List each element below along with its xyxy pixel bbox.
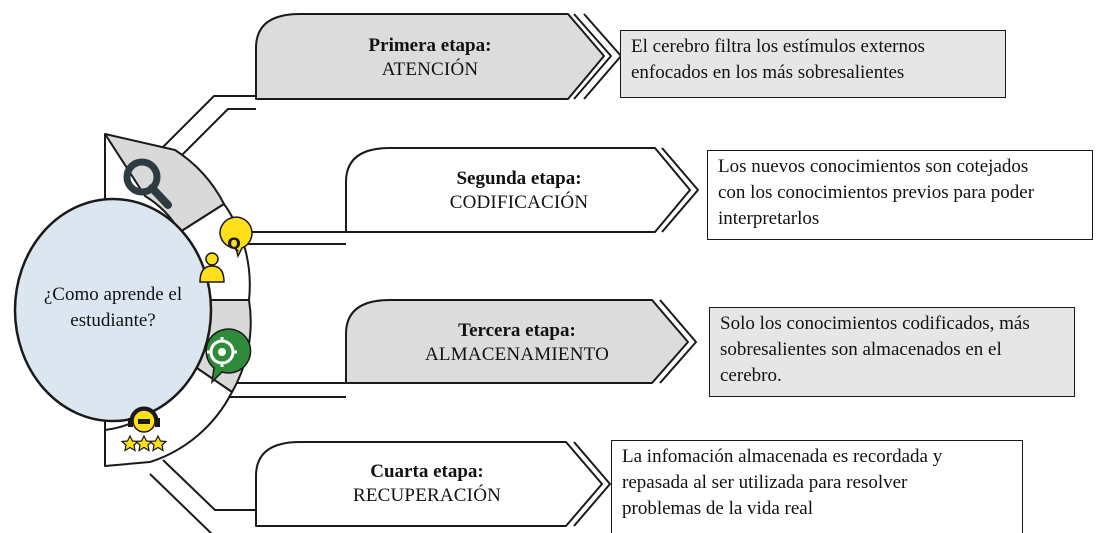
stage-2-description-line-3: interpretarlos [718, 208, 820, 229]
magnifier-icon [123, 158, 172, 209]
stage-3-description-line-2: sobresalientes son almacenados en el [720, 339, 1002, 360]
stage-4-description-line-1: La infomación almacenada es recordada y [622, 446, 943, 467]
stage-3-label: Tercera etapa: ALMACENAMIENTO [386, 319, 648, 367]
stage-1-description-line-1: El cerebro filtra los estímulos externos [631, 36, 925, 57]
stage-1-subtitle: ATENCIÓN [381, 59, 479, 80]
stage-banner-4 [255, 441, 603, 527]
headset-stars-icon [120, 406, 168, 452]
stage-2-label: Segunda etapa: CODIFICACIÓN [388, 167, 650, 215]
connector-stage-4 [149, 459, 256, 533]
stage-4-description-line-3: problemas de la vida real [622, 498, 813, 519]
stage-4-description-line-2: repasada al ser utilizada para resolver [622, 472, 908, 493]
center-circle [13, 197, 213, 423]
center-question: ¿Como aprende el estudiante? [18, 282, 208, 334]
connector-stage-3 [214, 382, 346, 398]
stage-3-description: Solo los conocimientos codificados, más … [709, 307, 1075, 397]
stage-2-subtitle: CODIFICACIÓN [449, 192, 589, 213]
stage-1-description: El cerebro filtra los estímulos externos… [620, 30, 1006, 98]
stage-banner-1 [255, 13, 605, 100]
center-question-line-1: ¿Como aprende el [43, 284, 183, 305]
stage-banner-2-chevron [661, 147, 699, 233]
stage-1-title: Primera etapa: [368, 35, 492, 56]
stage-4-subtitle: RECUPERACIÓN [352, 485, 502, 506]
stage-3-description-line-1: Solo los conocimientos codificados, más [720, 313, 1030, 334]
stage-2-title: Segunda etapa: [456, 168, 582, 189]
stage-3-title: Tercera etapa: [458, 320, 576, 341]
connector-stage-1 [149, 95, 256, 173]
stage-banner-3 [345, 299, 689, 384]
person-speech-icon: Q [199, 216, 253, 283]
stage-1-label: Primera etapa: ATENCIÓN [300, 34, 560, 82]
stage-3-description-line-3: cerebro. [720, 365, 782, 386]
stage-3-subtitle: ALMACENAMIENTO [425, 344, 609, 365]
stage-4-description: La infomación almacenada es recordada y … [611, 440, 1023, 533]
stage-1-description-line-2: enfocados en los más sobresalientes [631, 62, 905, 83]
stage-banner-2 [345, 147, 691, 233]
stage-4-label: Cuarta etapa: RECUPERACIÓN [296, 460, 558, 508]
stage-2-description: Los nuevos conocimientos son cotejados c… [707, 150, 1093, 240]
stage-banner-4-chevron [573, 441, 611, 527]
stage-banner-3-chevron [659, 299, 697, 384]
center-question-line-2: estudiante? [70, 310, 156, 331]
stage-2-description-line-2: con los conocimientos previos para poder [718, 182, 1035, 203]
stage-4-title: Cuarta etapa: [370, 461, 484, 482]
gear-chat-icon [205, 328, 252, 385]
svg-text:Q: Q [227, 234, 241, 253]
stage-2-description-line-1: Los nuevos conocimientos son cotejados [718, 156, 1029, 177]
